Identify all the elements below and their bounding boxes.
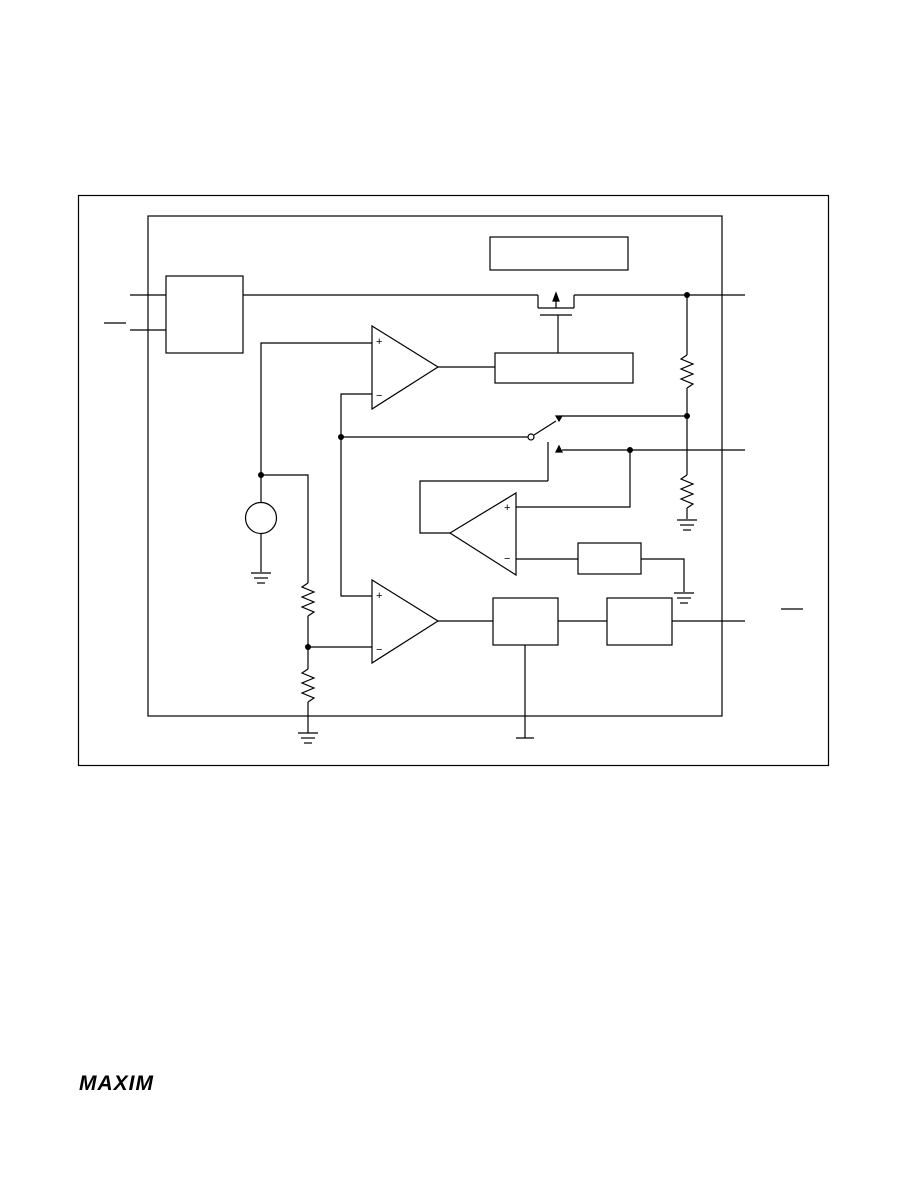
set-detector-minus: − <box>504 553 510 565</box>
divider-ground-icon <box>298 732 318 744</box>
comparator-plus: + <box>376 590 382 602</box>
error-amplifier <box>371 324 440 411</box>
figure-frame <box>77 194 830 767</box>
switch-contact-upper <box>554 415 564 423</box>
output-divider-ground-icon <box>677 519 697 531</box>
set-pin-to-detector-plus <box>516 450 631 508</box>
feedback-to-comparator-plus <box>340 437 372 597</box>
threshold-to-ground-wire <box>641 558 685 592</box>
divider-lower-resistor <box>300 668 316 703</box>
detector-output-to-switch <box>419 480 548 534</box>
switch-common-node <box>338 434 344 440</box>
output-divider-lower-resistor <box>679 474 695 509</box>
reference-ground-icon <box>251 572 271 584</box>
set-detector-amplifier <box>448 491 517 577</box>
divider-upper-resistor <box>300 582 316 617</box>
threshold-ground-icon <box>674 592 694 604</box>
delay-block <box>492 597 559 646</box>
comparator <box>371 578 440 665</box>
top-block <box>489 236 629 271</box>
gate-driver-block <box>494 352 634 384</box>
reference-to-divider-wire <box>261 474 309 583</box>
output-driver-block <box>606 597 673 646</box>
error-amp-plus: + <box>376 336 382 348</box>
logo-text: MAXIM <box>79 1072 154 1094</box>
input-block <box>165 275 244 354</box>
output-divider-node <box>684 413 690 419</box>
error-amp-minus: − <box>376 390 382 402</box>
output-divider-upper-resistor <box>679 354 695 389</box>
pass-transistor <box>537 291 575 353</box>
reference-to-error-amp-plus <box>260 342 372 475</box>
feedback-to-error-amp-minus <box>340 393 372 437</box>
detector-threshold-block <box>577 542 642 575</box>
set-detector-plus: + <box>504 502 510 514</box>
switch-blade <box>533 420 557 436</box>
comparator-minus: − <box>376 644 382 656</box>
ic-boundary <box>147 215 723 717</box>
switch-contact-lower <box>555 444 563 453</box>
maxim-logo: MAXIM <box>79 1072 154 1094</box>
reference-source <box>244 501 278 535</box>
switch-pivot <box>527 433 535 441</box>
